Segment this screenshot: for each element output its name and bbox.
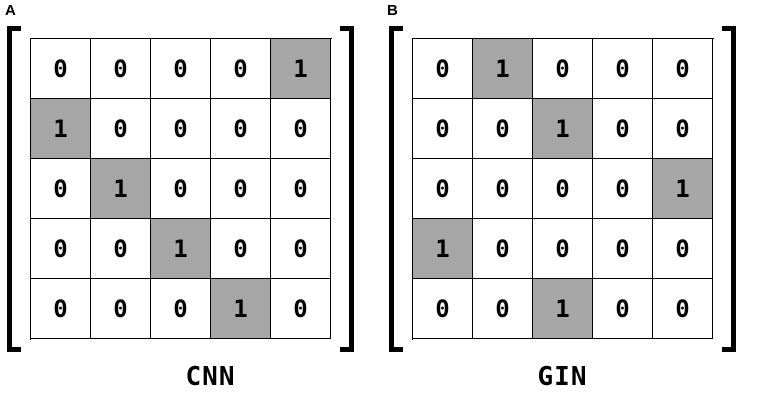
matrix-cell: 1 xyxy=(271,39,331,99)
panel-label: B xyxy=(387,2,398,19)
matrix-cell: 0 xyxy=(211,219,271,279)
matrix-cell: 0 xyxy=(211,159,271,219)
matrix-cell: 1 xyxy=(211,279,271,339)
matrix-cell: 0 xyxy=(151,159,211,219)
matrix-cell: 0 xyxy=(31,219,91,279)
matrix-cell: 0 xyxy=(593,279,653,339)
right-bracket xyxy=(340,26,354,352)
matrix-cell: 0 xyxy=(211,99,271,159)
matrix-cell: 0 xyxy=(413,279,473,339)
matrix-cell: 1 xyxy=(91,159,151,219)
matrix-cell: 0 xyxy=(533,39,593,99)
matrix-cell: 0 xyxy=(31,39,91,99)
matrix-cell: 0 xyxy=(151,39,211,99)
matrix-cell: 1 xyxy=(31,99,91,159)
matrix-caption: GIN xyxy=(537,362,588,392)
matrix-cell: 0 xyxy=(211,39,271,99)
matrix-cell: 1 xyxy=(653,159,713,219)
matrix-cell: 0 xyxy=(533,159,593,219)
panel-label: A xyxy=(5,2,16,19)
matrix-cell: 0 xyxy=(271,279,331,339)
matrix-cell: 1 xyxy=(151,219,211,279)
matrix-cell: 0 xyxy=(593,99,653,159)
matrix-cell: 0 xyxy=(151,279,211,339)
matrix-caption: CNN xyxy=(185,362,236,392)
matrix-cell: 0 xyxy=(271,99,331,159)
matrix-cell: 0 xyxy=(473,279,533,339)
matrix-cell: 1 xyxy=(533,279,593,339)
matrix-cell: 0 xyxy=(653,279,713,339)
matrix-cell: 0 xyxy=(151,99,211,159)
matrix-cell: 1 xyxy=(413,219,473,279)
matrix-cell: 0 xyxy=(473,99,533,159)
matrix-cell: 0 xyxy=(473,219,533,279)
matrix-cell: 0 xyxy=(91,219,151,279)
matrix-cell: 0 xyxy=(91,279,151,339)
matrix-cell: 0 xyxy=(653,39,713,99)
matrix-cell: 0 xyxy=(91,39,151,99)
matrix-cell: 0 xyxy=(91,99,151,159)
matrix-cell: 0 xyxy=(413,99,473,159)
left-bracket xyxy=(7,26,21,352)
matrix-cell: 0 xyxy=(593,159,653,219)
matrix-cell: 0 xyxy=(271,219,331,279)
left-bracket xyxy=(389,26,403,352)
matrix-cell: 0 xyxy=(473,159,533,219)
matrix-cell: 0 xyxy=(533,219,593,279)
matrix-cell: 0 xyxy=(413,39,473,99)
matrix-cell: 1 xyxy=(533,99,593,159)
matrix-cell: 0 xyxy=(653,99,713,159)
matrix-cell: 0 xyxy=(593,39,653,99)
matrix-cell: 0 xyxy=(31,159,91,219)
matrix-cell: 0 xyxy=(413,159,473,219)
matrix-cell: 0 xyxy=(653,219,713,279)
matrix-cell: 1 xyxy=(473,39,533,99)
matrix-cell: 0 xyxy=(31,279,91,339)
right-bracket xyxy=(722,26,736,352)
matrix-cell: 0 xyxy=(593,219,653,279)
matrix-cell: 0 xyxy=(271,159,331,219)
